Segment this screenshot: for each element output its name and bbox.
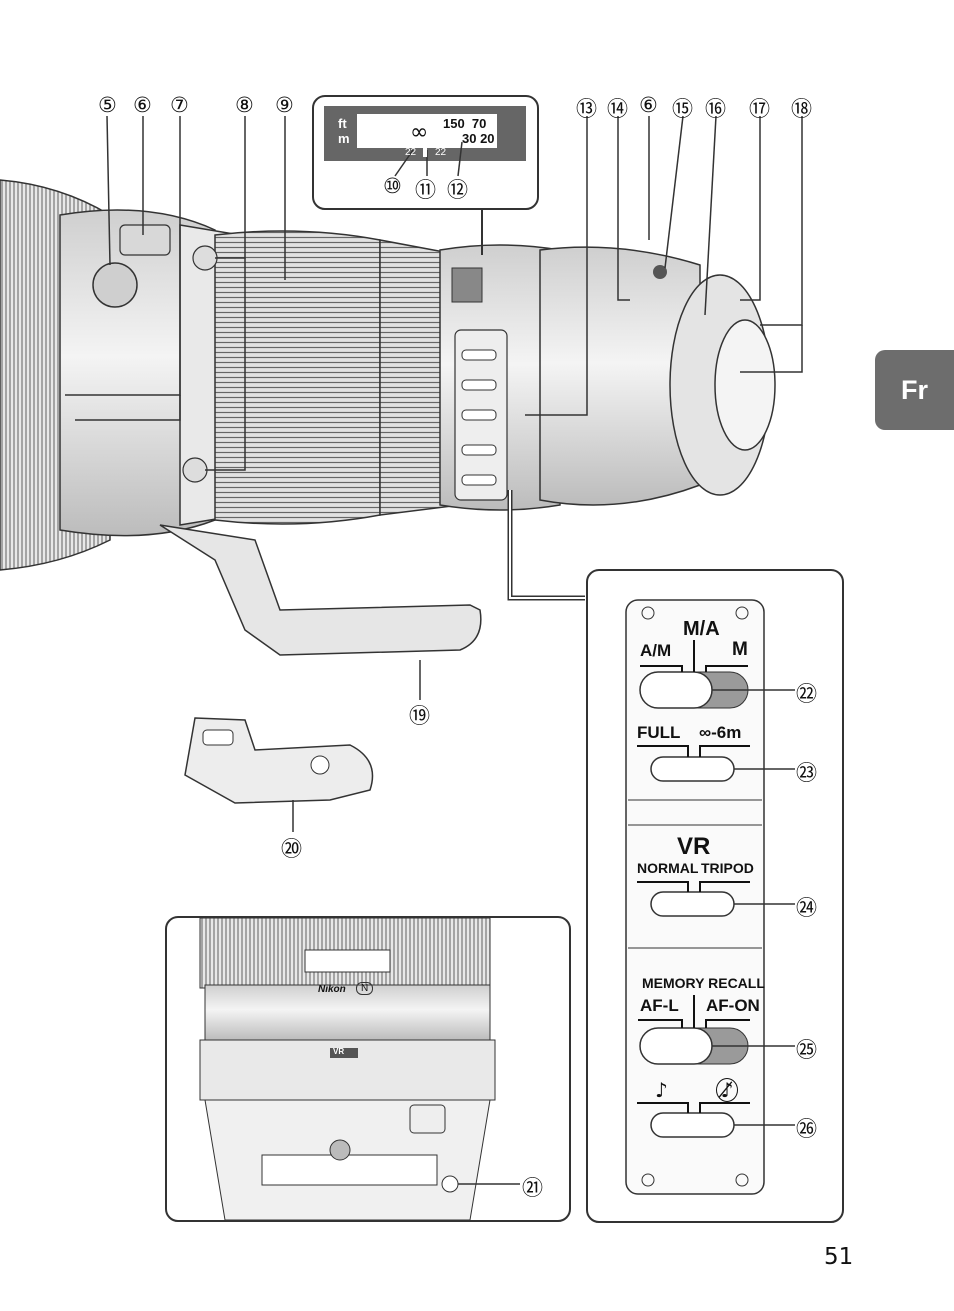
callout-21: ㉑: [522, 1176, 543, 1200]
callout-24: ㉔: [796, 896, 817, 920]
sound-off-icon: ♪̸: [716, 1078, 738, 1102]
page-number: 51: [824, 1244, 854, 1270]
callout-18: ⑱: [791, 97, 812, 121]
language-tab: Fr: [875, 350, 954, 430]
callout-10: ⑩: [383, 174, 402, 198]
vr-tripod-label: TRIPOD: [701, 860, 754, 876]
callout-23: ㉓: [796, 761, 817, 785]
callout-16: ⑯: [705, 97, 726, 121]
distance-index-icon: [423, 145, 427, 157]
memory-afl-label: AF-L: [640, 996, 679, 1015]
callout-26: ㉖: [796, 1117, 817, 1141]
infinity-mark: ∞: [410, 120, 429, 145]
callout-20: ⑳: [281, 837, 302, 861]
callout-6: ⑥: [133, 93, 152, 117]
tripod-handle: [159, 524, 482, 656]
callout-15: ⑮: [672, 97, 693, 121]
memory-recall-title: MEMORY RECALL: [642, 975, 765, 991]
focus-limit-right-label: ∞-6m: [699, 723, 742, 742]
lens-n-badge: N: [356, 982, 374, 995]
callout-17: ⑰: [749, 97, 770, 121]
callout-8: ⑧: [235, 93, 254, 117]
memory-afon-label: AF-ON: [706, 996, 760, 1015]
callout-5: ⑤: [98, 93, 117, 117]
tripod-foot: [184, 717, 374, 804]
focus-limit-left-label: FULL: [637, 723, 681, 742]
callout-22: ㉒: [796, 682, 817, 706]
focus-mode-right-label: M: [732, 639, 748, 660]
sound-on-icon: ♪: [655, 1078, 668, 1102]
callout-12: ⑫: [447, 178, 468, 202]
callout-14: ⑭: [607, 97, 628, 121]
callout-9: ⑨: [275, 93, 294, 117]
dof-left-label: 22: [405, 147, 417, 158]
lens-detail-illustration: [199, 917, 496, 1221]
vr-title-label: VR: [677, 833, 711, 860]
vr-normal-label: NORMAL: [637, 860, 699, 876]
unit-ft-label: ft: [338, 116, 347, 131]
callout-7: ⑦: [170, 93, 189, 117]
dof-right-label: 22: [435, 147, 447, 158]
callout-19: ⑲: [409, 704, 430, 728]
focus-mode-left-label: A/M: [640, 641, 672, 660]
lens-body: [0, 179, 776, 571]
focus-mode-center-label: M/A: [683, 618, 720, 640]
switch-sliders: [639, 671, 749, 1138]
callout-25: ㉕: [796, 1038, 817, 1062]
callout-6b: ⑥: [639, 93, 658, 117]
m-values: 30 20: [462, 131, 495, 146]
lens-brand-label: Nikon: [318, 984, 346, 995]
lens-vr-badge: VR: [333, 1047, 345, 1056]
unit-m-label: m: [338, 131, 350, 146]
callout-13: ⑬: [576, 97, 597, 121]
callout-11: ⑪: [415, 178, 436, 202]
ft-values: 150 70: [443, 116, 487, 131]
